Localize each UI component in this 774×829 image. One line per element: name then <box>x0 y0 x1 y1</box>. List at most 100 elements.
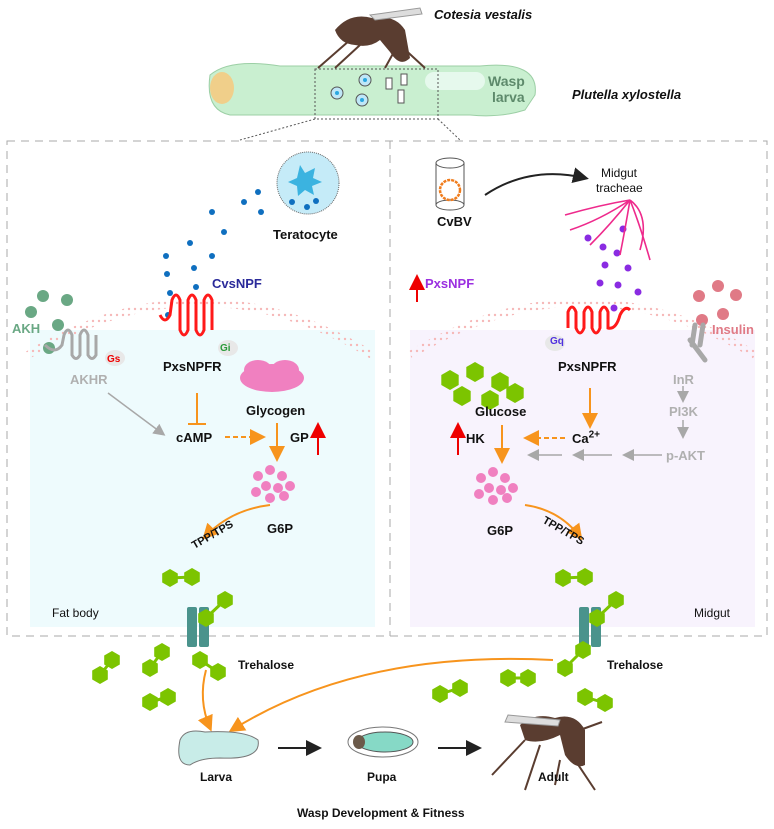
pxsnpf-dot <box>614 281 622 289</box>
g6p-molecule <box>484 483 494 493</box>
fat-body-membrane <box>25 298 375 359</box>
trehalose-hexagon <box>104 651 120 669</box>
cvsnpf-dot <box>167 290 173 296</box>
fat-body-receptor-label: PxsNPFR <box>163 359 222 374</box>
tracheae-label-2: tracheae <box>596 181 643 195</box>
teratocyte-cell <box>276 151 340 215</box>
akhr-label: AKHR <box>70 372 108 387</box>
cvsnpf-dot <box>191 265 197 271</box>
cvsnpf-dot <box>163 253 169 259</box>
midgut-pxsnpfr-receptor <box>566 305 632 335</box>
trehalose-hexagon <box>210 663 226 681</box>
cvbv-label: CvBV <box>437 214 472 229</box>
calcium-label: Ca2+ <box>572 429 601 446</box>
cvsnpf-dot <box>209 209 215 215</box>
wasp-larva-inside <box>425 72 485 90</box>
wasp-species-label: Cotesia vestalis <box>434 7 533 22</box>
stage-larva-label: Larva <box>200 770 233 784</box>
trehalose-hexagon <box>555 569 571 587</box>
hk-label: HK <box>466 431 485 446</box>
g6p-molecule <box>508 483 518 493</box>
fat-body-panel-label: Fat body <box>52 606 99 620</box>
inr-label: InR <box>673 372 694 387</box>
tpp-tps-arrow-midgut <box>524 504 583 541</box>
trehalose-hexagon <box>520 669 536 687</box>
pupa-illustration <box>347 726 419 758</box>
g6p-molecule <box>496 485 506 495</box>
g6p-molecule <box>488 495 498 505</box>
pxsnpf-dot <box>610 304 618 312</box>
caterpillar-head <box>210 72 234 104</box>
trehalose-hexagon <box>557 659 573 677</box>
trehalose-hexagon <box>162 569 178 587</box>
trehalose-hexagon <box>432 685 448 703</box>
development-title: Wasp Development & Fitness <box>297 806 465 820</box>
glucose-label: Glucose <box>475 404 527 419</box>
trehalose-hexagon <box>184 568 200 586</box>
cvsnpf-dot <box>221 229 227 235</box>
g6p-molecule <box>488 467 498 477</box>
g6p-molecule <box>253 471 263 481</box>
akh-dot <box>25 306 37 318</box>
insulin-dot <box>712 280 724 292</box>
gs-protein <box>105 350 125 366</box>
akh-dot <box>52 319 64 331</box>
inr-receptor <box>687 322 708 363</box>
trehalose-hexagon <box>575 641 591 659</box>
midgut-tracheae <box>564 199 651 261</box>
cvsnpf-dot <box>164 271 170 277</box>
g6p-molecule <box>279 491 289 501</box>
teratocyte-label: Teratocyte <box>273 227 338 242</box>
gi-label: Gi <box>220 343 231 354</box>
g6p-molecule <box>265 493 275 503</box>
insulin-label: Insulin <box>712 322 754 337</box>
g6p-molecule <box>261 481 271 491</box>
trehalose-hexagon <box>160 688 176 706</box>
pxsnpf-peptides <box>549 225 642 347</box>
tpp-tps-arrow-fat-body <box>202 504 271 540</box>
fat-body-trehalose-to-larva-arrow <box>197 669 213 732</box>
cvsnpf-label: CvsNPF <box>212 276 262 291</box>
fat-body-trehalose-label: Trehalose <box>238 658 295 672</box>
trehalose-hexagon <box>589 609 605 627</box>
glycogen-label: Glycogen <box>246 403 306 418</box>
pxsnpf-dot <box>596 279 604 287</box>
g6p-cluster-midgut <box>474 467 518 505</box>
gi-protein <box>218 340 238 356</box>
akhr-to-camp-arrow <box>107 392 166 436</box>
insulin-dot <box>717 308 729 320</box>
insulin-dot <box>730 289 742 301</box>
trehalose-hexagon <box>577 568 593 586</box>
pxsnpf-label: PxsNPF <box>425 276 475 291</box>
adult-wasp-illustration <box>491 714 603 791</box>
cvsnpf-dot <box>258 209 264 215</box>
gs-label: Gs <box>107 354 121 365</box>
larva-illustration <box>178 730 259 766</box>
outer-dashed-frame <box>6 140 768 637</box>
trehalose-hexagon <box>198 609 214 627</box>
g6p-molecule <box>500 473 510 483</box>
pxsnpf-dot <box>599 243 607 251</box>
stage-pupa-label: Pupa <box>367 770 397 784</box>
trehalose-hexagon <box>217 591 233 609</box>
insulin-dot <box>693 290 705 302</box>
tracheae-label-1: Midgut <box>601 166 638 180</box>
camp-label: cAMP <box>176 430 213 445</box>
gq-protein <box>545 335 565 351</box>
trehalose-hexagon <box>452 679 468 697</box>
g6p-molecule <box>251 487 261 497</box>
akh-dot <box>37 290 49 302</box>
midgut-panel-label: Midgut <box>694 606 731 620</box>
g6p-molecule <box>277 471 287 481</box>
insulin-dot <box>696 314 708 326</box>
gq-label: Gq <box>550 336 564 347</box>
g6p-molecule <box>476 473 486 483</box>
cvbv-to-tracheae-arrow <box>484 167 589 196</box>
cvsnpf-dot <box>241 199 247 205</box>
glucose-hexagon <box>506 383 524 403</box>
akh-dot <box>61 294 73 306</box>
g6p-cluster-fat-body <box>251 465 295 503</box>
glucose-hexagon <box>481 390 499 410</box>
trehalose-hexagon <box>92 666 108 684</box>
